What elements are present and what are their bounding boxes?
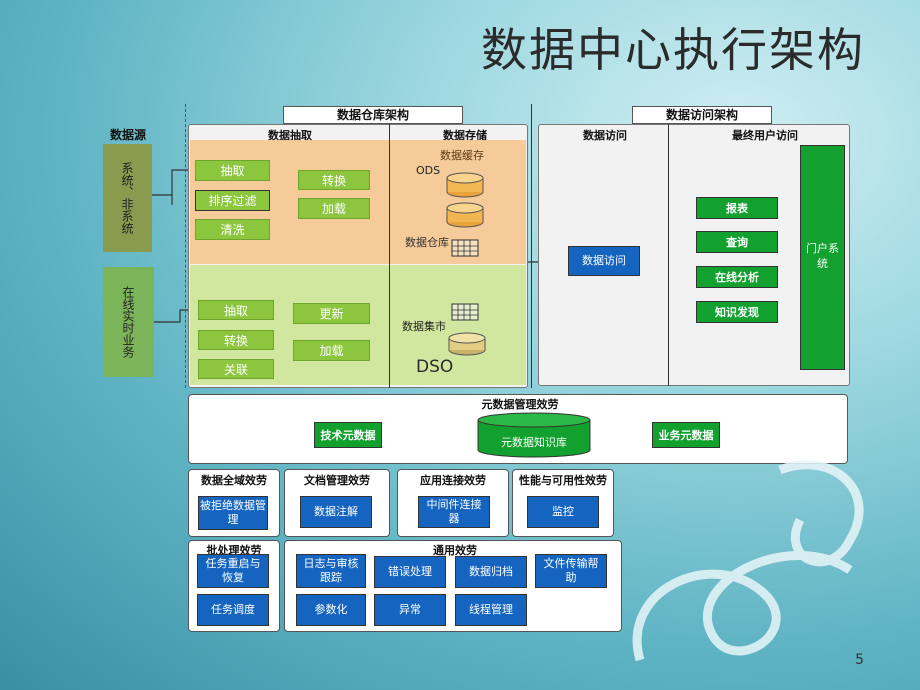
header-warehouse: 数据仓库架构 (283, 106, 463, 124)
label-ods: ODS (416, 164, 441, 177)
common-item[interactable]: 数据归档 (455, 556, 527, 588)
service-title: 性能与可用性效劳 (519, 474, 607, 487)
service-title: 数据全域效劳 (201, 474, 267, 487)
service-item[interactable]: 被拒绝数据管理 (198, 496, 268, 530)
header-access: 数据访问 (583, 129, 627, 142)
separator (185, 104, 186, 388)
service-title: 文档管理效劳 (304, 474, 370, 487)
batch-item[interactable]: 任务重启与恢复 (197, 554, 269, 588)
tech-metadata[interactable]: 技术元数据 (314, 422, 382, 448)
upper-load[interactable]: 加载 (298, 198, 370, 219)
label-mart: 数据集市 (402, 320, 446, 333)
page-title: 数据中心执行架构 (481, 23, 865, 77)
end-user-query[interactable]: 查询 (696, 231, 778, 253)
source-system: 系统、非系统 (103, 144, 152, 252)
page-number: 5 (855, 652, 864, 668)
lower-extract[interactable]: 抽取 (198, 300, 274, 320)
lower-transform[interactable]: 转换 (198, 330, 274, 350)
service-title: 应用连接效劳 (420, 474, 486, 487)
upper-sort-filter[interactable]: 排序过滤 (195, 190, 270, 211)
separator (531, 104, 532, 388)
label-cache: 数据缓存 (440, 149, 484, 162)
label-dso: DSO (416, 357, 454, 377)
metadata-title: 元数据管理效劳 (481, 398, 559, 411)
ods-cylinder-icon (446, 172, 484, 198)
common-item[interactable]: 线程管理 (455, 594, 527, 626)
header-end-user: 最终用户访问 (732, 129, 798, 142)
cache-cylinder-icon (446, 202, 484, 228)
lower-join[interactable]: 关联 (198, 359, 274, 379)
label-warehouse: 数据仓库 (405, 236, 449, 249)
common-item[interactable]: 日志与审核跟踪 (296, 554, 366, 588)
dso-cylinder-icon (448, 332, 486, 356)
upper-extract[interactable]: 抽取 (195, 160, 270, 181)
data-access-box[interactable]: 数据访问 (568, 246, 640, 276)
end-user-report[interactable]: 报表 (696, 197, 778, 219)
common-item[interactable]: 错误处理 (374, 556, 446, 588)
metadata-repo-cylinder-icon (477, 412, 591, 458)
biz-metadata[interactable]: 业务元数据 (652, 422, 720, 448)
common-title: 通用效劳 (433, 544, 477, 557)
batch-item[interactable]: 任务调度 (197, 594, 269, 626)
decorative-swirl-icon (632, 460, 864, 662)
portal-system[interactable]: 门户系统 (800, 145, 845, 370)
header-extract: 数据抽取 (268, 129, 312, 142)
common-item[interactable]: 异常 (374, 594, 446, 626)
upper-clean[interactable]: 清洗 (195, 219, 270, 240)
source-business: 在线实时业务 (103, 267, 154, 377)
header-source: 数据源 (109, 128, 146, 142)
common-item[interactable]: 参数化 (296, 594, 366, 626)
warehouse-cube-icon (451, 239, 479, 257)
end-user-olap[interactable]: 在线分析 (696, 266, 778, 288)
batch-title: 批处理效劳 (206, 544, 262, 557)
lower-update[interactable]: 更新 (293, 303, 370, 324)
service-item[interactable]: 中间件连接器 (418, 496, 490, 528)
mart-cube-icon (451, 303, 479, 321)
separator (389, 124, 390, 388)
header-storage: 数据存储 (443, 129, 487, 142)
upper-transform[interactable]: 转换 (298, 170, 370, 190)
service-item[interactable]: 数据注解 (300, 496, 372, 528)
metadata-repo: 元数据知识库 (501, 436, 567, 449)
service-item[interactable]: 监控 (527, 496, 599, 528)
common-item[interactable]: 文件传输帮助 (535, 554, 607, 588)
header-access-arch: 数据访问架构 (632, 106, 772, 124)
lower-load[interactable]: 加载 (293, 340, 370, 361)
end-user-discovery[interactable]: 知识发现 (696, 301, 778, 323)
separator (668, 124, 669, 386)
